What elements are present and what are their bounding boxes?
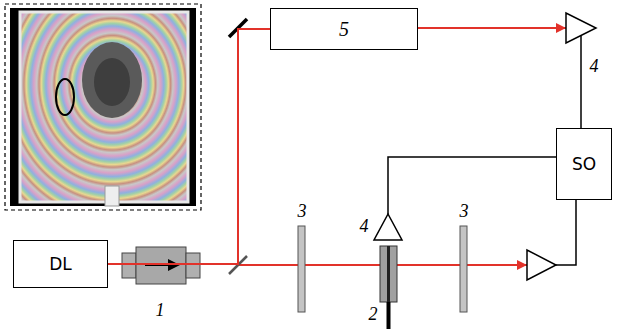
- box-label: 5: [339, 18, 349, 41]
- callout-number: 2: [369, 305, 378, 323]
- plate: [298, 226, 305, 312]
- inset-frame: [5, 4, 201, 210]
- sample: [387, 246, 390, 302]
- photo-ground: [10, 8, 196, 206]
- callout-number: 3: [298, 202, 307, 220]
- isolator-flange: [122, 253, 136, 278]
- optical-unit-box: 5: [270, 8, 418, 50]
- photodetector: [527, 250, 556, 280]
- plate: [460, 226, 467, 312]
- oscilloscope-box: SO: [556, 128, 612, 200]
- signal-wire: [388, 157, 556, 214]
- sample-holder: [380, 246, 397, 302]
- isolator-body: [136, 247, 186, 284]
- box-label: DL: [49, 254, 72, 274]
- callout-number: 3: [460, 202, 469, 220]
- signal-wire: [556, 200, 576, 265]
- laser-box: DL: [13, 240, 108, 288]
- interference-photo: [20, 12, 188, 202]
- isolator-flange: [186, 253, 200, 278]
- marked-region: [56, 79, 74, 115]
- glass-edge: [20, 12, 188, 202]
- holder-stem: [387, 302, 391, 329]
- callout-number: 4: [590, 57, 599, 75]
- callout-number: 4: [360, 217, 369, 235]
- photodetector: [374, 214, 402, 240]
- laser-beam: [108, 29, 270, 264]
- signal-wire: [580, 36, 582, 128]
- laser-beam: [418, 27, 566, 29]
- box-label: SO: [572, 154, 596, 174]
- callout-number: 1: [156, 301, 165, 319]
- glass-stem: [105, 186, 119, 206]
